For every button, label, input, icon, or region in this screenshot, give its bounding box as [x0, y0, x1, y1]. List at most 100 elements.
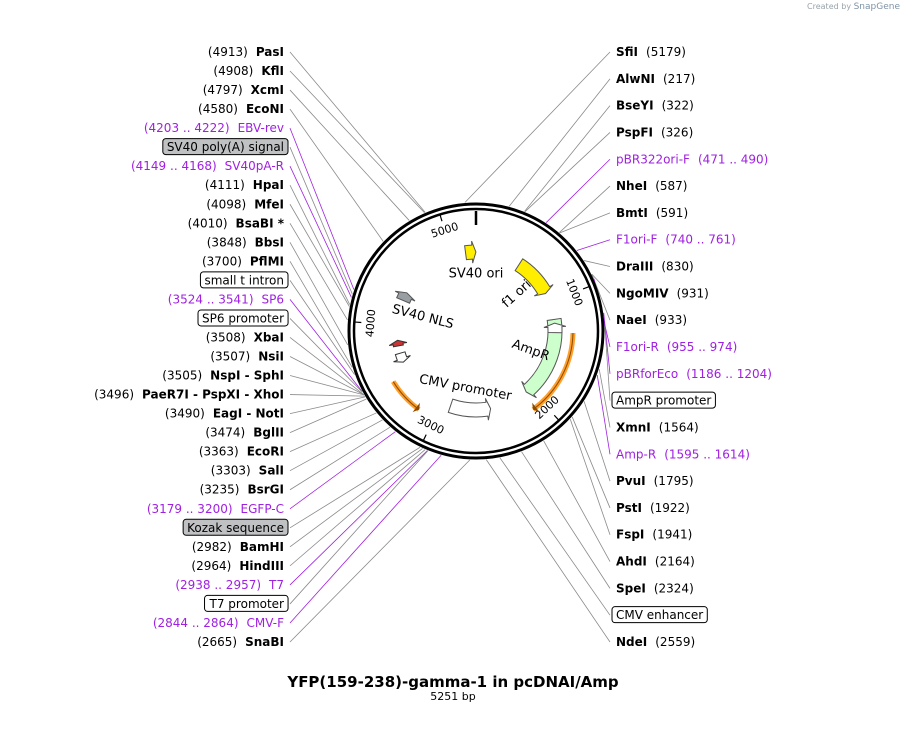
- site-label-kfli: (4908)KflI: [213, 64, 284, 78]
- ring-tick-label: 3000: [415, 413, 446, 437]
- feature-name: SP6 promoter: [202, 311, 284, 325]
- feature-name: AmpR promoter: [616, 393, 711, 407]
- site-label-text: (3496)PaeR7I - PspXI - XhoI: [94, 387, 284, 401]
- site-label-text: FspI(1941): [616, 527, 692, 541]
- sv40-ori-block: [464, 240, 477, 264]
- site-name: SpeI: [616, 581, 646, 595]
- site-label-text: AhdI(2164): [616, 554, 695, 568]
- site-label-text: small t intron: [204, 273, 284, 287]
- site-position: (3474): [205, 425, 245, 439]
- site-label-text: BmtI(591): [616, 205, 688, 219]
- ampr-label: AmpR: [510, 337, 552, 364]
- leader-nsii: [289, 356, 364, 396]
- site-label-pasi: (4913)PasI: [208, 45, 284, 59]
- ampr-arrow: [521, 317, 563, 399]
- backbone-outer-strand: [347, 202, 605, 460]
- leader-ecori: [289, 412, 377, 453]
- site-position: (933): [655, 313, 687, 327]
- site-label-text: Amp-R(1595 .. 1614): [616, 447, 750, 461]
- site-position: (3700): [202, 254, 242, 268]
- site-label-text: (2938 .. 2957)T7: [175, 577, 284, 591]
- leader-t7-promoter: [289, 450, 429, 605]
- site-label-ecori: (3363) EcoRI: [199, 444, 284, 458]
- site-position: (591): [656, 205, 688, 219]
- site-label-nsii: (3507)NsiI: [210, 349, 284, 363]
- site-label-text: SV40 poly(A) signal: [167, 140, 284, 154]
- leader-cmv-enhancer: [499, 457, 611, 616]
- site-label-text: (3507)NsiI: [210, 349, 284, 363]
- leader-xbai: [289, 337, 364, 395]
- site-label-text: SP6 promoter: [202, 311, 284, 325]
- leader-sp6: [289, 299, 363, 392]
- site-name: XbaI: [254, 330, 284, 344]
- leader-paer7i-pspxi-xhoi: [289, 394, 365, 397]
- cmv-promoter-arrow: [447, 398, 492, 421]
- site-name: AlwNI: [616, 71, 655, 85]
- leader-alwni: [508, 78, 611, 207]
- feature-name: SV40 poly(A) signal: [167, 140, 284, 154]
- site-label-ahdi: AhdI(2164): [616, 554, 695, 568]
- cmv-promoter-label: CMV promoter: [418, 372, 513, 404]
- leader-sv40-poly-a-signal: [289, 147, 353, 295]
- ampr-promoter-arrow: [543, 322, 567, 334]
- site-label-text: (4149 .. 4168)SV40pA-R: [131, 159, 284, 173]
- site-label-naei: NaeI(933): [616, 313, 687, 327]
- site-position: (830): [661, 259, 693, 273]
- leader-amp-r: [596, 374, 611, 455]
- site-name: PvuI: [616, 474, 646, 488]
- site-position: (3235): [200, 482, 240, 496]
- leader-bsabi: [289, 223, 348, 321]
- site-label-small-t-intron: small t intron: [199, 271, 289, 289]
- feature-box: [611, 391, 716, 409]
- site-label-spei: SpeI(2324): [616, 581, 694, 595]
- ring-tick: [553, 414, 559, 421]
- site-name: EcoNI: [246, 102, 284, 116]
- site-name: AhdI: [616, 554, 647, 568]
- ampr-orange-arrow-core: [532, 332, 574, 410]
- site-label-text: NaeI(933): [616, 313, 687, 327]
- site-label-text: (3524 .. 3541)SP6: [168, 292, 284, 306]
- site-name: PstI: [616, 500, 642, 514]
- leader-nspi-sphi: [289, 375, 365, 396]
- small-t-intron-block: [393, 351, 411, 363]
- site-position: (1922): [650, 500, 690, 514]
- brand-prefix: Created by: [807, 2, 852, 11]
- sv40-nls-label: SV40 NLS: [390, 302, 455, 332]
- feature-box: [197, 309, 289, 327]
- site-label-text: (2982)BamHI: [192, 539, 284, 553]
- site-name: pBRforEco: [616, 366, 678, 380]
- site-label-cmv-f: (2844 .. 2864)CMV-F: [153, 615, 284, 629]
- ring-tick: [582, 286, 589, 290]
- site-label-text: (3700) PflMI: [202, 254, 284, 268]
- leader-mfei: [289, 204, 350, 307]
- site-position: (2982): [192, 539, 232, 553]
- site-position: (3363): [199, 444, 239, 458]
- site-label-text: (3505)NspI - SphI: [162, 368, 284, 382]
- site-label-pbr322ori-f: pBR322ori-F(471 .. 490): [616, 152, 768, 166]
- site-name: PflMI: [250, 254, 284, 268]
- site-label-ngomiv: NgoMIV(931): [616, 286, 709, 300]
- site-label-econi: (4580)EcoNI: [198, 102, 284, 116]
- map-title: YFP(159-238)-gamma-1 in pcDNAI/Amp: [287, 673, 619, 691]
- site-label-text: SfiI(5179): [616, 45, 686, 59]
- site-label-text: (4203 .. 4222)EBV-rev: [144, 121, 284, 135]
- site-label-sali: (3303)SalI: [211, 463, 284, 477]
- snapgene-brand: Created by SnapGene: [807, 2, 900, 12]
- site-position: (4149 .. 4168): [131, 159, 217, 173]
- site-label-alwni: AlwNI(217): [616, 71, 695, 85]
- feature-name: T7 promoter: [209, 596, 285, 610]
- site-label-bbsi: (3848)BbsI: [207, 235, 284, 249]
- site-name: KflI: [261, 64, 284, 78]
- site-name: NgoMIV: [616, 286, 669, 300]
- site-label-psti: PstI (1922): [616, 500, 690, 514]
- site-name: EcoRI: [247, 444, 284, 458]
- leader-f1ori-f: [576, 239, 611, 251]
- f1-ori-arrow: [514, 258, 554, 297]
- site-position: (3505): [162, 368, 202, 382]
- feature-box: [162, 138, 289, 156]
- site-name: EBV-rev: [238, 121, 284, 135]
- site-label-egfp-c: (3179 .. 3200)EGFP-C: [147, 501, 284, 515]
- leader-eagi-noti: [289, 396, 366, 415]
